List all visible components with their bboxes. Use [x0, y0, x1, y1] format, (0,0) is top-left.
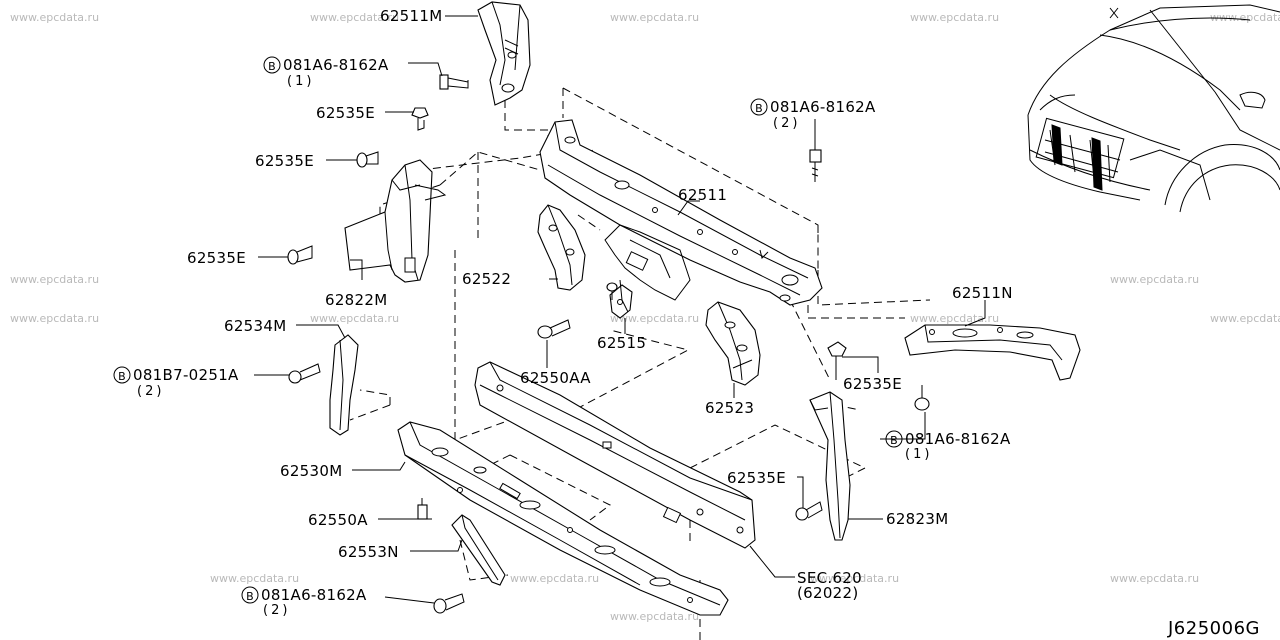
bolt-marker: B [263, 56, 281, 74]
watermark: www.epcdata.ru [1210, 11, 1280, 24]
fastener-bolt[interactable] [537, 319, 571, 339]
part-labels: 62511M 081A6-8162A (1) 62535E 62535E 625… [133, 7, 1013, 618]
watermark: www.epcdata.ru [210, 572, 299, 585]
bolt-marker-letter: B [890, 434, 898, 447]
label-qty: (1) [287, 74, 314, 89]
watermark: www.epcdata.ru [10, 273, 99, 286]
part-62523-bracket[interactable] [705, 301, 761, 386]
label-62535E[interactable]: 62535E [316, 104, 375, 122]
part-62822M-shroud[interactable] [344, 159, 447, 283]
bolt-marker: B [241, 586, 259, 604]
fastener-bolt[interactable] [809, 149, 822, 182]
bolt-marker: B [885, 430, 903, 448]
fastener-clip[interactable] [827, 341, 847, 380]
watermark: www.epcdata.ru [1110, 572, 1199, 585]
fastener-clip[interactable] [411, 107, 429, 131]
label-qty: (2) [263, 603, 290, 618]
label-62511M[interactable]: 62511M [380, 7, 442, 25]
watermark: www.epcdata.ru [310, 11, 399, 24]
part-62515-bracket[interactable] [609, 279, 633, 319]
label-62511N[interactable]: 62511N [952, 284, 1013, 302]
label-081B7-0251A[interactable]: 081B7-0251A [133, 366, 239, 384]
label-62553N[interactable]: 62553N [338, 543, 399, 561]
fastener-bolt[interactable] [606, 282, 618, 300]
label-62535E[interactable]: 62535E [727, 469, 786, 487]
label-62522[interactable]: 62522 [462, 270, 511, 288]
label-081A6-8162A[interactable]: 081A6-8162A [261, 586, 367, 604]
bolt-marker: B [113, 366, 131, 384]
label-sec-620[interactable]: SEC.620 [797, 569, 862, 587]
part-sec620-bumper-beam[interactable] [474, 361, 756, 549]
label-sec-620-subref: (62022) [797, 584, 859, 602]
fastener-clip[interactable] [356, 151, 379, 168]
bolt-marker-letter: B [118, 370, 126, 383]
label-62535E[interactable]: 62535E [255, 152, 314, 170]
bolt-marker-letter: B [268, 60, 276, 73]
part-62553N-strip[interactable] [451, 514, 506, 586]
watermark: www.epcdata.ru [310, 312, 399, 325]
label-62515[interactable]: 62515 [597, 334, 646, 352]
bolt-marker-letter: B [755, 102, 763, 115]
label-qty: (2) [773, 116, 800, 131]
label-62530M[interactable]: 62530M [280, 462, 342, 480]
watermark: www.epcdata.ru [610, 11, 699, 24]
watermark: www.epcdata.ru [10, 11, 99, 24]
bolt-marker: B [750, 98, 768, 116]
watermarks: www.epcdata.ru www.epcdata.ru www.epcdat… [10, 11, 1280, 623]
label-62535E[interactable]: 62535E [187, 249, 246, 267]
leader-lines [254, 15, 986, 604]
watermark: www.epcdata.ru [610, 312, 699, 325]
fastener-bolt[interactable] [914, 385, 930, 411]
watermark: www.epcdata.ru [610, 610, 699, 623]
label-62822M[interactable]: 62822M [325, 291, 387, 309]
label-62823M[interactable]: 62823M [886, 510, 948, 528]
watermark: www.epcdata.ru [1110, 273, 1199, 286]
label-081A6-8162A[interactable]: 081A6-8162A [770, 98, 876, 116]
label-081A6-8162A[interactable]: 081A6-8162A [283, 56, 389, 74]
fastener-bolt[interactable] [433, 593, 465, 614]
fastener-bolt[interactable] [288, 363, 321, 384]
part-62511N-bracket[interactable] [904, 324, 1081, 381]
label-62550A[interactable]: 62550A [308, 511, 368, 529]
label-62535E[interactable]: 62535E [843, 375, 902, 393]
watermark: www.epcdata.ru [810, 572, 899, 585]
part-62534M-bracket[interactable] [329, 334, 359, 436]
fastener-clip[interactable] [287, 245, 313, 265]
label-62534M[interactable]: 62534M [224, 317, 286, 335]
label-qty: (2) [137, 384, 164, 399]
label-081A6-8162A[interactable]: 081A6-8162A [905, 430, 1011, 448]
fastener-clip[interactable] [795, 501, 823, 521]
label-62523[interactable]: 62523 [705, 399, 754, 417]
fastener-bolt[interactable] [413, 498, 432, 520]
part-62530M-lower-support[interactable] [397, 421, 729, 616]
fastener-bolt[interactable] [439, 74, 469, 90]
part-62522-bracket[interactable] [537, 204, 586, 291]
part-62823M-shroud[interactable] [809, 391, 851, 541]
part-62511M-bracket[interactable] [477, 1, 531, 106]
label-62511[interactable]: 62511 [678, 186, 727, 204]
diagram-code: J625006G [1167, 618, 1260, 639]
label-qty: (1) [905, 447, 932, 462]
bolt-marker-letter: B [246, 590, 254, 603]
watermark: www.epcdata.ru [10, 312, 99, 325]
watermark: www.epcdata.ru [910, 11, 999, 24]
watermark: www.epcdata.ru [910, 312, 999, 325]
vehicle-location-thumbnail [1027, 4, 1280, 213]
part-62511-upper-support[interactable] [539, 119, 823, 306]
watermark: www.epcdata.ru [1210, 312, 1280, 325]
watermark: www.epcdata.ru [510, 572, 599, 585]
label-62550AA[interactable]: 62550AA [520, 369, 591, 387]
